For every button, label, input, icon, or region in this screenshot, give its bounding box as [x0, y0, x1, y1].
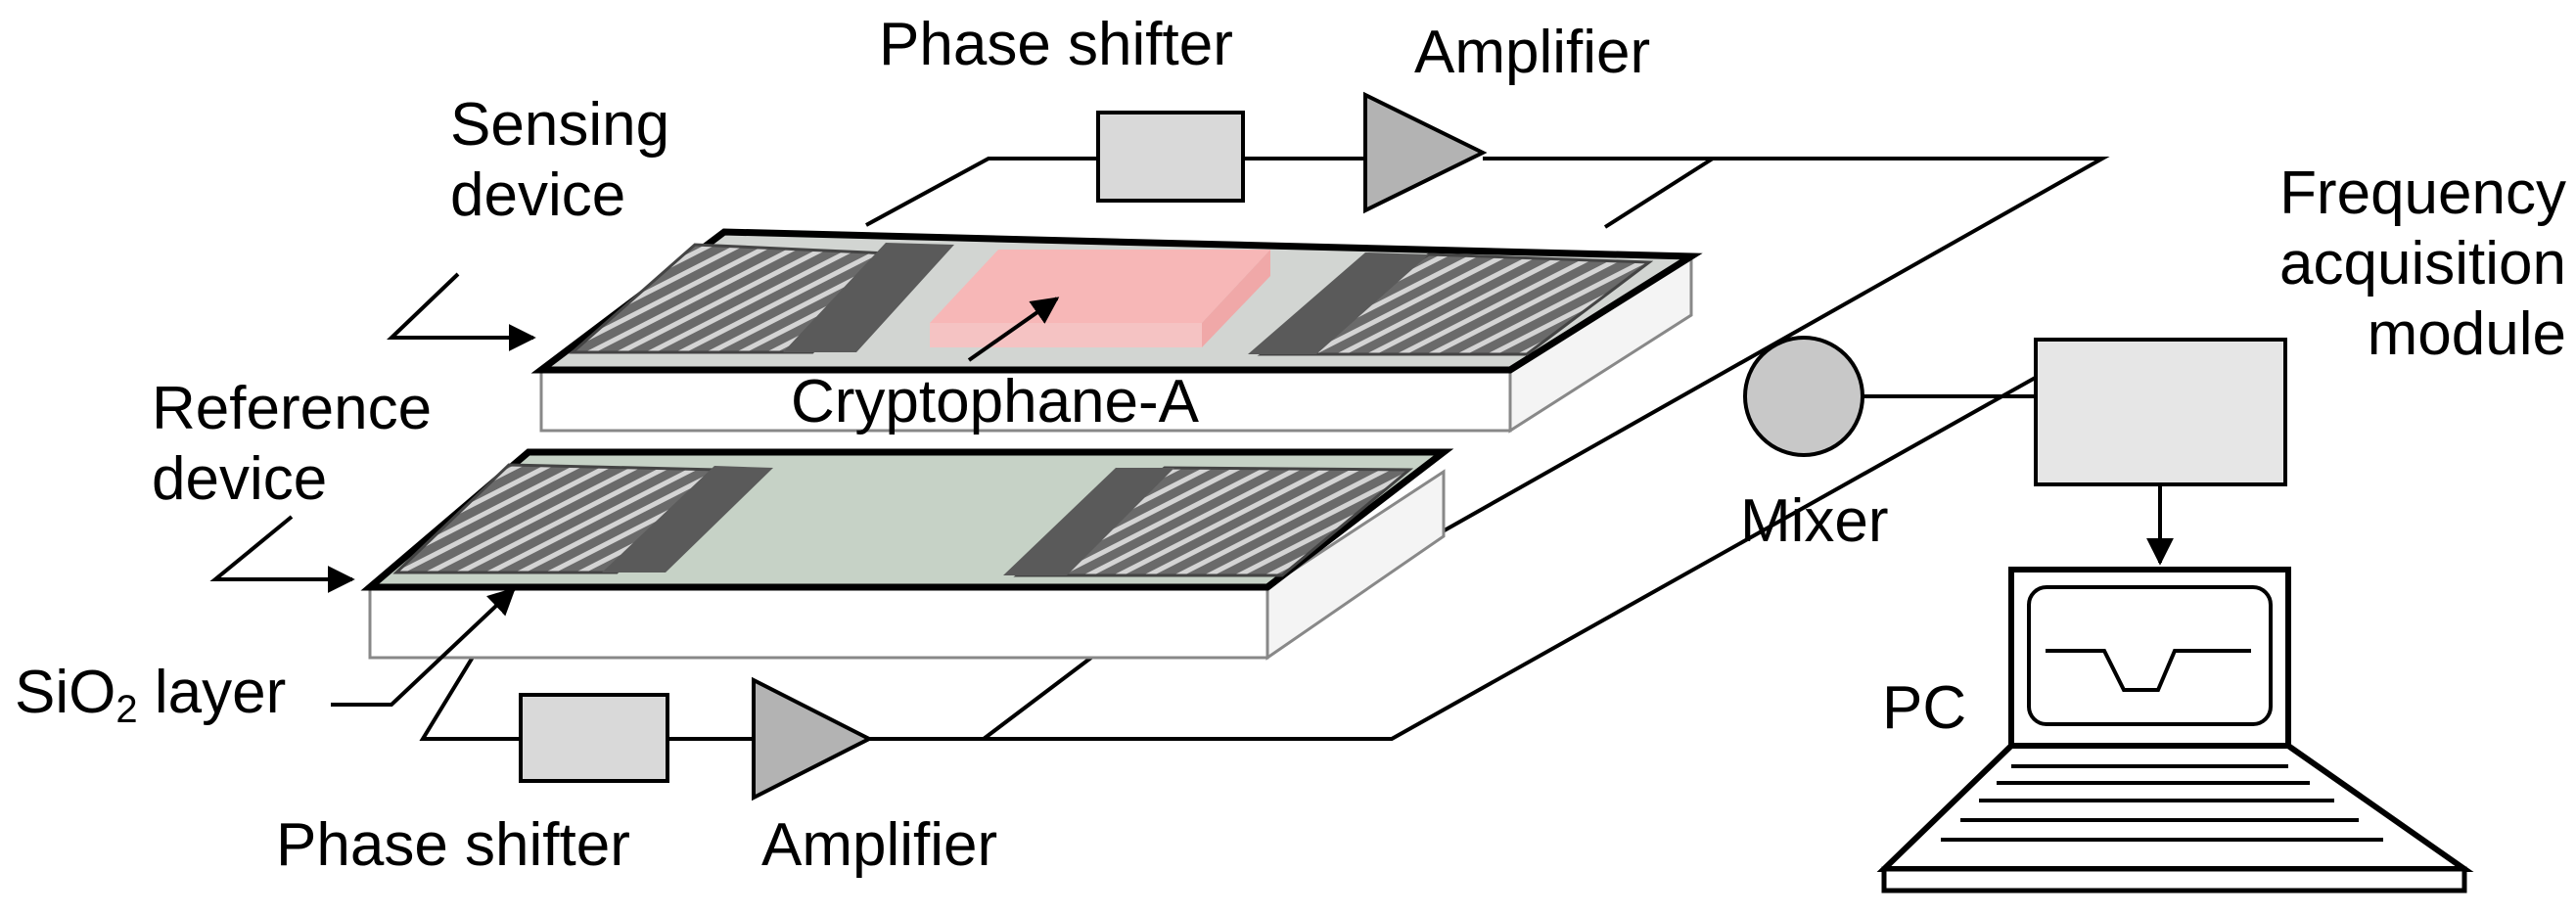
phase-shifter-top-label: Phase shifter — [879, 11, 1233, 78]
sensing-device-label: Sensing device — [450, 90, 669, 231]
cryptophane-film-side — [1202, 250, 1270, 347]
reference-device-label-line1: Reference — [152, 375, 433, 442]
top-amp-to-corner-wire — [1374, 157, 2110, 572]
reference-right-idt-pad — [1003, 468, 1174, 575]
reference-substrate-side — [1265, 469, 1446, 661]
amplifier-top-label: Amplifier — [1414, 19, 1651, 86]
mixer-circle — [1743, 336, 1864, 457]
reference-device-arrow — [209, 515, 355, 593]
mixer-label: Mixer — [1740, 487, 1889, 555]
bottom-amp-to-corner-wire — [869, 343, 2095, 741]
cryptophane-film-front — [930, 323, 1202, 347]
pc-keyboard-keys — [1941, 764, 2383, 842]
sensing-left-idt-pad — [783, 243, 954, 352]
top-loop-wire — [865, 157, 1098, 227]
amplifier-bottom-triangle — [752, 676, 874, 802]
sensing-device-label-line2: device — [450, 161, 626, 229]
phase-shifter-top-box — [1096, 111, 1245, 203]
frequency-module-label: Frequency acquisition module — [2114, 159, 2566, 370]
frequency-module-label-line2: acquisition — [2279, 230, 2566, 298]
sensing-device-label-line1: Sensing — [450, 91, 670, 159]
sio2-label-rest: layer — [137, 659, 287, 726]
cryptophane-film-top — [930, 250, 1270, 323]
pc-keyboard-base — [1876, 743, 2474, 872]
sio2-layer-label: SiO2 layer — [15, 658, 286, 745]
sio2-label-si: SiO — [15, 659, 116, 726]
sio2-label-subscript: 2 — [115, 688, 138, 731]
reference-device-label-line2: device — [152, 445, 328, 513]
pc-laptop — [1876, 484, 2474, 893]
sensing-right-idt-pad — [1248, 252, 1429, 354]
cryptophane-label: Cryptophane-A — [791, 368, 1200, 435]
reference-device-label: Reference device — [152, 374, 432, 515]
pc-screen — [2027, 585, 2273, 726]
amplifier-top-triangle — [1363, 91, 1488, 214]
cryptophane-arrow — [967, 297, 1060, 362]
pc-label: PC — [1882, 674, 1967, 742]
top-right-idt-wire — [1603, 157, 1715, 229]
sensing-device-chip — [530, 228, 1703, 434]
sio2-arrow — [331, 587, 517, 707]
reference-device-chip — [360, 448, 1454, 661]
frequency-module-label-line3: module — [2367, 300, 2566, 368]
pc-base-edge — [1881, 866, 2467, 893]
phase-shifter-bottom-box — [519, 693, 669, 783]
sensing-device-arrow — [387, 272, 536, 351]
pc-screen-signal — [2046, 649, 2251, 692]
phase-shifter-bottom-label: Phase shifter — [276, 811, 630, 879]
frequency-module-box — [2034, 338, 2287, 486]
amplifier-bottom-label: Amplifier — [761, 811, 998, 879]
pointer-arrows — [209, 272, 1060, 707]
frequency-module-label-line1: Frequency — [2279, 160, 2566, 227]
reference-left-idt-pad — [602, 466, 773, 572]
